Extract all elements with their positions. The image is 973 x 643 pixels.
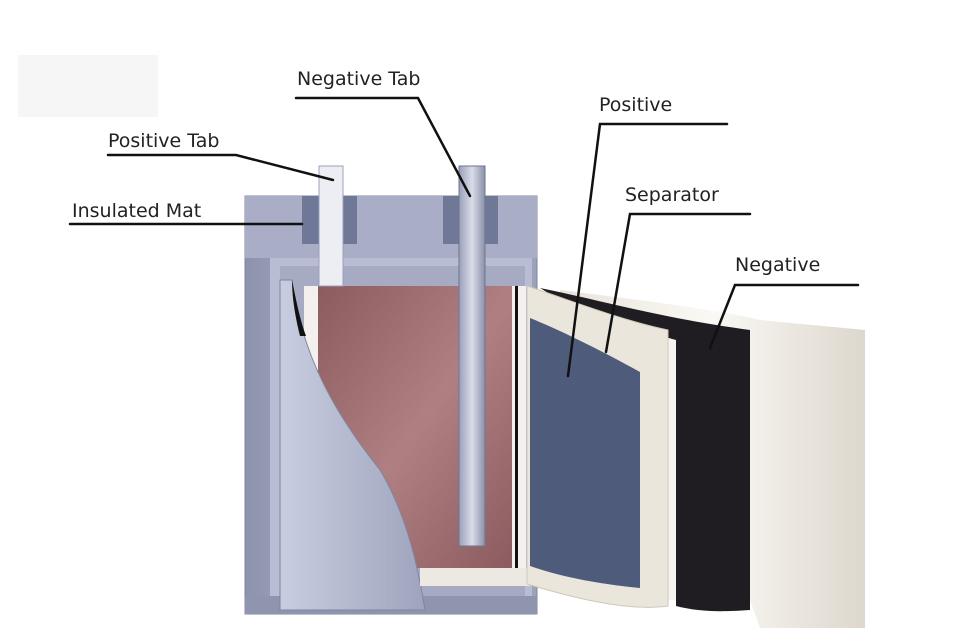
leader-negative-tab [294,96,472,198]
negative-tab [458,165,486,547]
positive-tab [318,165,344,287]
separator-label: Separator [625,184,719,206]
core-edge-line [515,286,518,568]
leader-positive-tab [106,153,335,182]
positive-label: Positive [599,94,673,116]
leader-negative [708,283,860,350]
positive-layer [530,318,640,588]
leader-lines [68,96,860,378]
leader-positive [566,122,729,378]
insulated-mat-label: Insulated Mat [72,200,202,222]
case-cutaway-shadow [292,280,306,336]
leader-separator [604,212,752,354]
negative-layer [540,288,750,612]
core-edge-right [512,286,526,568]
negative-tab-label: Negative Tab [297,68,421,90]
background-haze [18,55,158,117]
case-cutaway [279,279,426,611]
bottom-strip [420,568,530,586]
positive-tab-label: Positive Tab [108,130,220,152]
negative-label: Negative [735,254,821,276]
